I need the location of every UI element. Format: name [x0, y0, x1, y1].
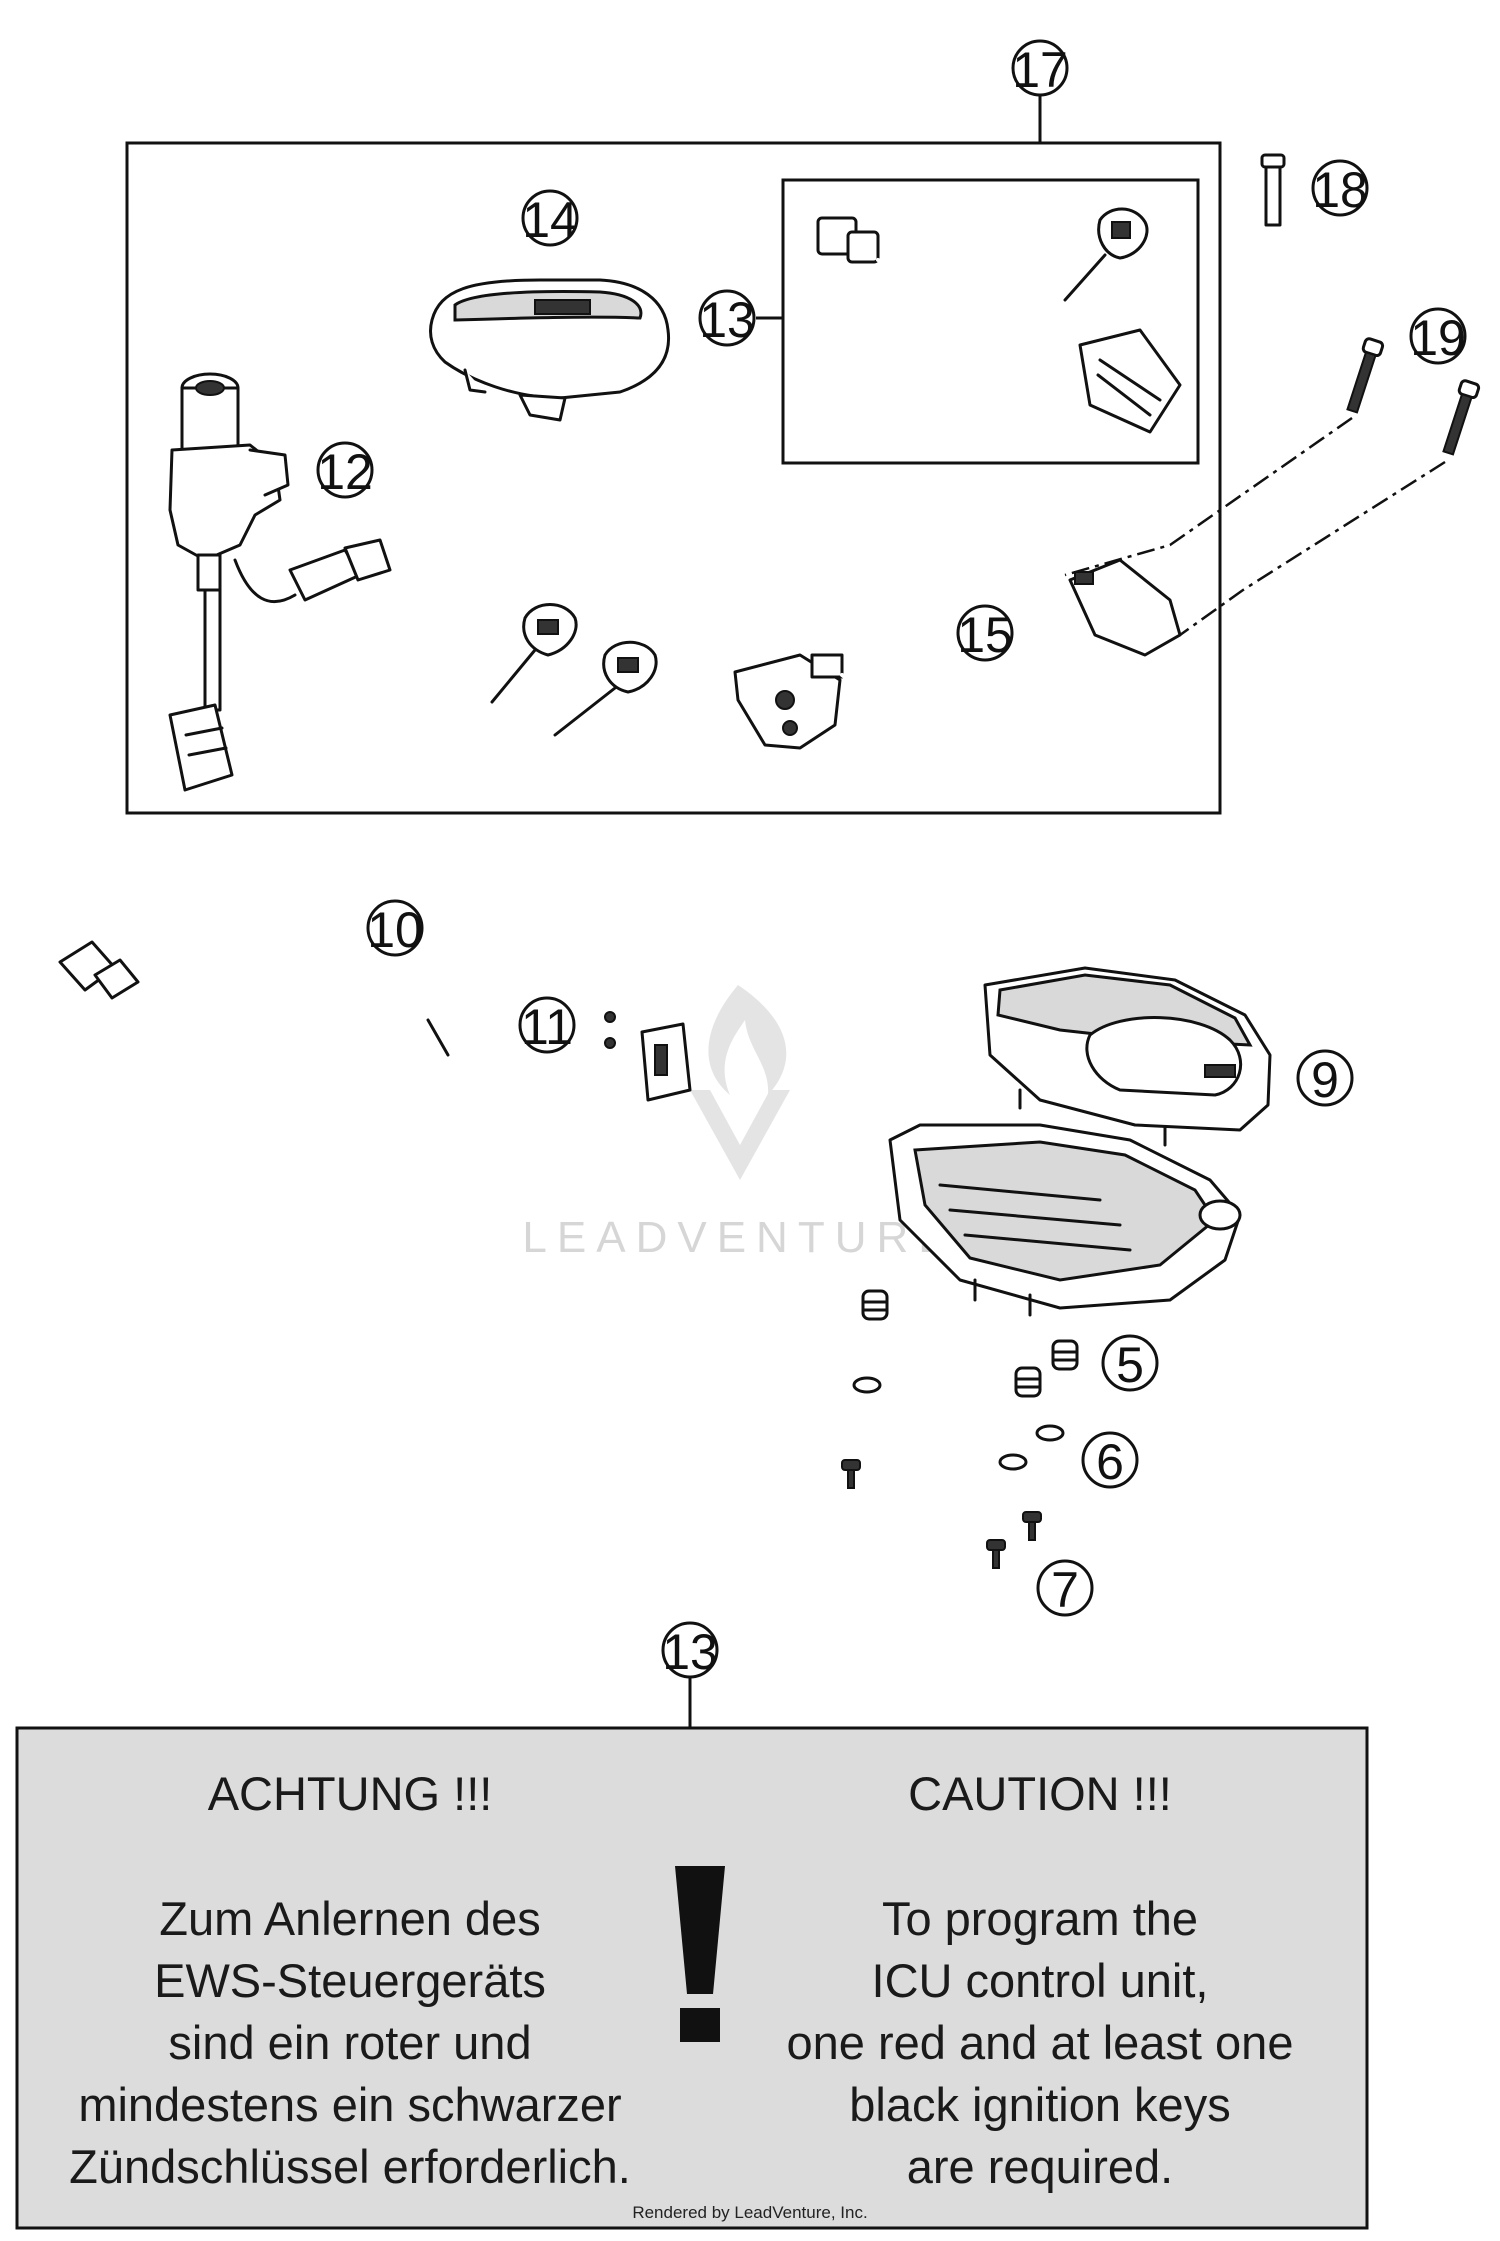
part-14-ignition-cover	[429, 278, 671, 422]
callout-17-label: 17	[1012, 42, 1068, 98]
callout-5-label: 5	[1116, 1337, 1144, 1393]
caution-english-line-3: one red and at least one	[787, 2016, 1294, 2069]
exclamation-icon	[675, 1866, 725, 2042]
part-15-sensor	[733, 558, 1182, 750]
callout-6-label: 6	[1096, 1434, 1124, 1490]
caution-german-line-4: mindestens ein schwarzer	[78, 2078, 621, 2131]
part-12-ignition-lock	[168, 372, 392, 792]
watermark-text: LEADVENTURE	[522, 1213, 957, 1262]
caution-german-line-5: Zündschlüssel erforderlich.	[69, 2140, 631, 2193]
callout-13-bottom-label: 13	[662, 1624, 718, 1680]
caution-english-line-5: are required.	[907, 2140, 1174, 2193]
callout-14-label: 14	[522, 192, 578, 248]
part-5-grommets	[861, 1289, 1079, 1398]
kit-frame-17	[125, 92, 1222, 815]
callout-11: 11	[518, 996, 576, 1055]
callout-15-label: 15	[957, 607, 1013, 663]
callout-13-top: 13	[698, 289, 756, 348]
part-13-key	[1063, 207, 1149, 302]
callout-14: 14	[521, 189, 579, 248]
callout-15: 15	[956, 604, 1014, 663]
caution-english-heading: CAUTION !!!	[908, 1767, 1172, 1820]
caution-english-line-2: ICU control unit,	[872, 1954, 1209, 2007]
caution-german-line-1: Zum Anlernen des	[159, 1892, 540, 1945]
watermark-v-logo	[690, 1090, 790, 1180]
callout-18-label: 18	[1312, 162, 1368, 218]
part-13-immobilizer-cable	[816, 216, 1182, 434]
callout-10-label: 10	[367, 902, 423, 958]
callout-19: 19	[1409, 307, 1467, 366]
watermark: LEADVENTURE	[522, 985, 957, 1262]
part-9-instrument-cluster	[983, 966, 1272, 1147]
part-7-screws	[841, 1459, 1042, 1569]
caution-german-heading: ACHTUNG !!!	[208, 1767, 493, 1820]
caution-german-line-2: EWS-Steuergeräts	[154, 1954, 546, 2007]
part-11-bracket	[604, 1011, 692, 1102]
callout-9-label: 9	[1311, 1052, 1339, 1108]
callout-17: 17	[1011, 39, 1069, 98]
watermark-flame-logo	[708, 985, 787, 1095]
credit-text: Rendered by LeadVenture, Inc.	[632, 2203, 867, 2222]
callout-6: 6	[1081, 1431, 1139, 1490]
callout-7: 7	[1036, 1559, 1094, 1618]
part-10-wiring-harness	[58, 940, 690, 1204]
part-9-housing	[888, 1123, 1242, 1317]
ignition-key-2	[553, 640, 658, 737]
callout-19-label: 19	[1410, 310, 1466, 366]
caution-english-line-4: black ignition keys	[849, 2078, 1230, 2131]
callout-5: 5	[1101, 1334, 1159, 1393]
caution-german-line-3: sind ein roter und	[168, 2016, 531, 2069]
callout-11-label: 11	[521, 999, 573, 1055]
part-19-screws	[1064, 337, 1481, 637]
callout-13-bottom: 13	[661, 1621, 719, 1680]
callout-12: 12	[316, 441, 374, 500]
callout-9: 9	[1296, 1049, 1354, 1108]
callout-13-top-label: 13	[699, 292, 755, 348]
callout-7-label: 7	[1051, 1562, 1079, 1618]
part-18-bolt	[1260, 153, 1286, 227]
callout-10: 10	[366, 899, 424, 958]
ignition-key-1	[490, 603, 578, 704]
caution-box: ACHTUNG !!! Zum Anlernen des EWS-Steuerg…	[15, 1726, 1369, 2230]
callout-12-label: 12	[317, 444, 373, 500]
caution-english-line-1: To program the	[882, 1892, 1198, 1945]
part-6-washers	[852, 1376, 1065, 1471]
callout-18: 18	[1311, 159, 1369, 218]
